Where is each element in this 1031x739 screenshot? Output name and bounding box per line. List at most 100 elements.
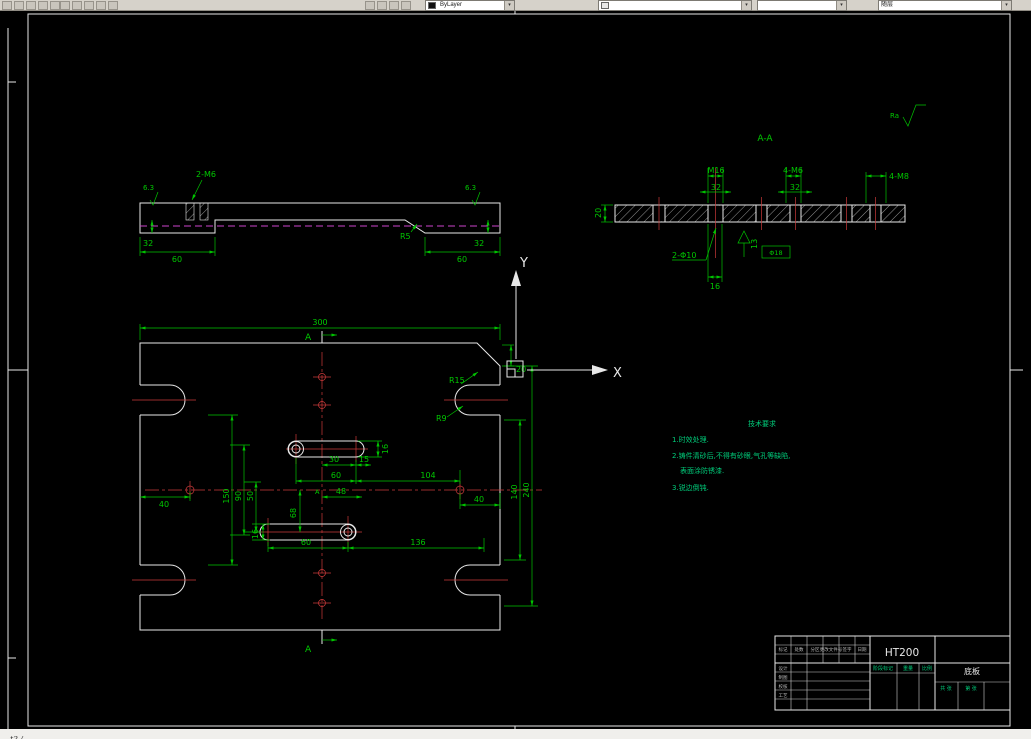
plan-centerlines xyxy=(132,352,542,620)
section-view-aa: A-A xyxy=(594,104,926,291)
front-view: 2-M6 6.3 6.3 32 32 60 60 R5 xyxy=(139,170,501,264)
open-file-icon[interactable] xyxy=(14,1,24,10)
status-note: t? / xyxy=(0,735,23,739)
part-name: 底板 xyxy=(964,666,980,676)
dim-2-m6: 2-M6 xyxy=(196,170,216,179)
dim-r5: R5 xyxy=(400,232,411,241)
lineweight-combo[interactable]: 随层 ▾ xyxy=(878,0,1012,11)
hole xyxy=(343,527,353,537)
tb-col-header: 更改文件号 xyxy=(820,646,843,653)
tb-row-label: 工艺 xyxy=(779,693,788,699)
tapped-hole-section xyxy=(185,202,195,221)
tb-col-header: 标记 xyxy=(779,646,788,653)
paste-icon[interactable] xyxy=(84,1,94,10)
y-axis-arrow-icon xyxy=(511,270,521,286)
linetype-dropdown-arrow-icon[interactable]: ▾ xyxy=(836,1,846,10)
dim-13: 13 xyxy=(750,239,759,249)
notes-line-2b: 表面涂防锈漆. xyxy=(680,466,724,475)
layer-state-icon xyxy=(601,2,609,9)
print-preview-icon[interactable] xyxy=(50,1,60,10)
layer-dropdown-arrow-icon[interactable]: ▾ xyxy=(741,1,751,10)
dim-150: 150 xyxy=(222,488,231,503)
dim-104: 104 xyxy=(420,471,435,480)
print-icon[interactable] xyxy=(38,1,48,10)
zoom-out-icon[interactable] xyxy=(377,1,387,10)
hole xyxy=(318,599,326,607)
roughness-symbol-icon xyxy=(471,191,481,206)
notes-line-2: 2.铸件清砂后,不得有砂眼,气孔等缺陷, xyxy=(672,451,790,460)
hole xyxy=(318,373,326,381)
color-swatch-icon xyxy=(428,2,436,9)
dim-90: 90 xyxy=(234,491,243,501)
dim-240: 240 xyxy=(522,482,531,497)
color-combo[interactable]: ByLayer ▾ xyxy=(425,0,515,11)
dim-20-corner: 20 xyxy=(516,365,526,374)
tb-row-label: 制图 xyxy=(779,674,788,681)
ucs-origin-inner-box xyxy=(506,368,516,378)
datum-a-label: A xyxy=(315,488,320,496)
cut-icon[interactable] xyxy=(60,1,70,10)
linetype-combo[interactable]: ▾ xyxy=(757,0,847,11)
dim-r15: R15 xyxy=(449,376,465,385)
roughness-right: 6.3 xyxy=(465,184,476,192)
copy-icon[interactable] xyxy=(72,1,82,10)
roughness-symbol-icon xyxy=(149,191,159,206)
tb-row-label: 校核 xyxy=(779,683,788,690)
tb-sheet-num-label: 第 张 xyxy=(965,685,977,692)
ucs-icon: Y X xyxy=(506,256,622,381)
dim-32-b: 32 xyxy=(790,183,800,192)
dim-40-left: 40 xyxy=(159,500,169,509)
tb-col-header: 日期 xyxy=(858,647,867,653)
section-label-a-bottom: A xyxy=(305,645,312,655)
dim-2-phi10: 2-Φ10 xyxy=(672,251,696,260)
pan-icon[interactable] xyxy=(389,1,399,10)
dim-m16: M16 xyxy=(707,166,724,175)
dim-60-left: 60 xyxy=(172,255,182,264)
edit-toolbar xyxy=(60,1,120,10)
lineweight-dropdown-arrow-icon[interactable]: ▾ xyxy=(1001,1,1011,10)
dim-48: 48 xyxy=(336,487,346,496)
tb-scale-label: 比例 xyxy=(922,665,932,672)
tb-col-header: 签字 xyxy=(843,646,852,653)
dim-60-bottom: 60 xyxy=(301,538,311,547)
dim-60-mid: 60 xyxy=(331,471,341,480)
new-file-icon[interactable] xyxy=(2,1,12,10)
y-axis-label: Y xyxy=(519,256,528,271)
technical-notes: 技术要求 1.时效处理. 2.铸件清砂后,不得有砂眼,气孔等缺陷, 表面涂防锈漆… xyxy=(672,419,790,492)
dim-60-right: 60 xyxy=(457,255,467,264)
plan-view: 300 A A 20 R15 R9 40 150 90 xyxy=(132,318,542,655)
dim-r9: R9 xyxy=(436,414,447,423)
dim-32-left: 32 xyxy=(143,239,153,248)
counterbore xyxy=(340,524,356,540)
dim-16-top: 16 xyxy=(381,444,390,454)
save-icon[interactable] xyxy=(26,1,36,10)
datum-triangle-icon xyxy=(737,230,751,244)
zoom-window-icon[interactable] xyxy=(401,1,411,10)
title-block: HT200 底板 标记 处数 分区 更改文件号 签字 日期 设计 制图 校核 工… xyxy=(774,635,1011,711)
file-toolbar xyxy=(2,1,62,10)
dim-32-right: 32 xyxy=(474,239,484,248)
section-title: A-A xyxy=(757,134,773,144)
undo-icon[interactable] xyxy=(96,1,106,10)
notes-title: 技术要求 xyxy=(748,419,776,428)
counterbore-frame xyxy=(761,245,791,259)
zoom-in-icon[interactable] xyxy=(365,1,375,10)
dim-30: 30 xyxy=(329,455,339,464)
redo-icon[interactable] xyxy=(108,1,118,10)
dim-16-bottom: 16 xyxy=(251,529,260,539)
dim-40-right: 40 xyxy=(474,495,484,504)
dim-16: 16 xyxy=(710,282,720,291)
color-value: ByLayer xyxy=(440,2,463,8)
section-label-a-top: A xyxy=(305,333,312,343)
dim-phi18: Φ18 xyxy=(769,249,782,257)
top-toolbar: ByLayer ▾ ▾ ▾ 随层 ▾ xyxy=(0,0,1031,11)
color-dropdown-arrow-icon[interactable]: ▾ xyxy=(504,1,514,10)
material-label: HT200 xyxy=(885,647,919,659)
dim-136: 136 xyxy=(410,538,425,547)
layer-combo[interactable]: ▾ xyxy=(598,0,752,11)
dim-50: 50 xyxy=(246,491,255,501)
tb-col-header: 分区 xyxy=(811,646,820,653)
tb-weight-label: 重量 xyxy=(903,665,913,672)
